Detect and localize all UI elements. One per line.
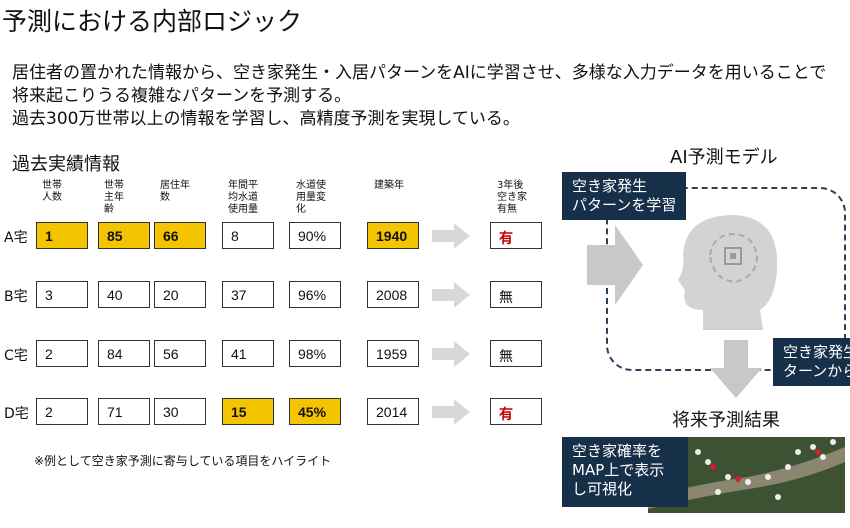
table-cell: 2014	[367, 398, 419, 425]
table-cell: 98%	[289, 340, 341, 367]
arrow-right-icon	[432, 399, 470, 425]
result-title: 将来予測結果	[672, 410, 780, 431]
table-cell: 1959	[367, 340, 419, 367]
table-cell: 85	[98, 222, 150, 249]
table-cell: 20	[154, 281, 206, 308]
row-label: D宅	[4, 406, 29, 422]
table-cell: 30	[154, 398, 206, 425]
intro-line-1: 居住者の置かれた情報から、空き家発生・入居パターンをAIに学習させ、多様な入力デ…	[12, 63, 827, 83]
table-cell: 2008	[367, 281, 419, 308]
row-label: C宅	[4, 348, 28, 364]
result-cell: 有	[490, 222, 542, 249]
table-cell: 41	[222, 340, 274, 367]
table-cell: 37	[222, 281, 274, 308]
table-cell: 40	[98, 281, 150, 308]
table-cell: 2	[36, 340, 88, 367]
table-cell: 71	[98, 398, 150, 425]
table-cell: 96%	[289, 281, 341, 308]
row-label: B宅	[4, 289, 28, 305]
past-data-heading: 過去実績情報	[12, 154, 120, 175]
table-cell: 8	[222, 222, 274, 249]
arrow-down-icon	[710, 340, 762, 398]
ai-head-icon	[587, 215, 778, 330]
arrow-right-icon	[432, 223, 470, 249]
table-cell: 84	[98, 340, 150, 367]
model-title: AI予測モデル	[670, 147, 778, 168]
row-label: A宅	[4, 230, 28, 246]
column-header: 居住年 数	[160, 180, 190, 203]
predict-pattern-box: 空き家発生 ターンから	[773, 338, 850, 386]
intro-line-3: 過去300万世帯以上の情報を学習し、高精度予測を実現している。	[12, 109, 520, 129]
learn-pattern-box: 空き家発生 パターンを学習	[562, 172, 686, 220]
column-header: 世帯 人数	[42, 180, 62, 203]
arrow-right-icon	[432, 282, 470, 308]
result-cell: 無	[490, 340, 542, 367]
column-header: 3年後 空き家 有無	[497, 180, 527, 215]
table-cell: 45%	[289, 398, 341, 425]
table-cell: 66	[154, 222, 206, 249]
result-cell: 無	[490, 281, 542, 308]
table-cell: 56	[154, 340, 206, 367]
page-title: 予測における内部ロジック	[2, 7, 303, 36]
intro-line-2: 将来起こりうる複雑なパターンを予測する。	[12, 86, 352, 106]
table-cell: 90%	[289, 222, 341, 249]
table-cell: 3	[36, 281, 88, 308]
column-header: 年間平 均水道 使用量	[228, 180, 258, 215]
footnote: ※例として空き家予測に寄与している項目をハイライト	[34, 454, 332, 468]
arrow-right-icon	[587, 225, 643, 305]
result-cell: 有	[490, 398, 542, 425]
arrow-right-icon	[432, 341, 470, 367]
table-cell: 1	[36, 222, 88, 249]
table-cell: 2	[36, 398, 88, 425]
map-visualize-box: 空き家確率を MAP上で表示 し可視化	[562, 437, 688, 507]
column-header: 水道使 用量変 化	[296, 180, 326, 215]
column-header: 世帯 主年 齢	[104, 180, 124, 215]
table-cell: 1940	[367, 222, 419, 249]
column-header: 建築年	[374, 180, 404, 191]
table-cell: 15	[222, 398, 274, 425]
